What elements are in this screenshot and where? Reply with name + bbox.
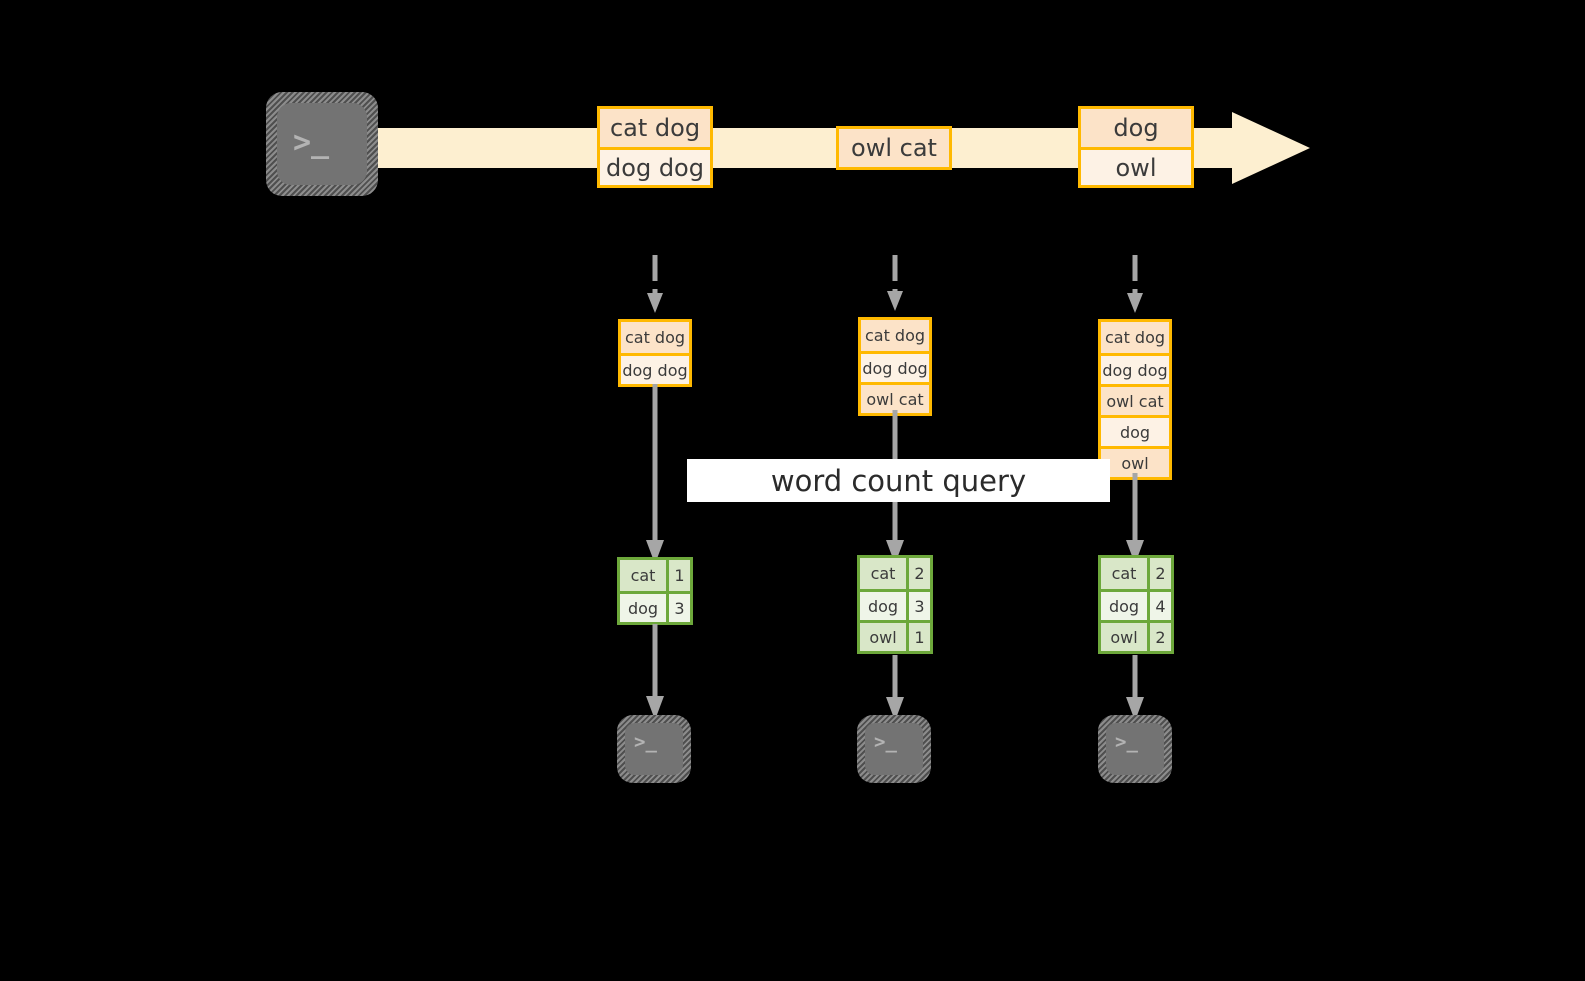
terminal-prompt-glyph: >_ bbox=[1115, 731, 1138, 753]
down-arrow-icon bbox=[886, 655, 904, 721]
accumulated-record: owl bbox=[1101, 446, 1169, 477]
stream-record: owl bbox=[1081, 147, 1191, 185]
result-count: 1 bbox=[666, 560, 690, 591]
result-count: 2 bbox=[1147, 558, 1171, 589]
table-row: cat 1 bbox=[620, 560, 690, 591]
accumulated-record: cat dog bbox=[621, 322, 689, 353]
accumulated-record: dog dog bbox=[621, 353, 689, 384]
snapshot-t1-accumulated[interactable]: cat dog dog dog bbox=[618, 319, 692, 387]
result-count: 3 bbox=[906, 592, 930, 620]
down-arrow-icon bbox=[1126, 655, 1144, 721]
stream-record: owl cat bbox=[839, 129, 949, 167]
down-arrow-icon bbox=[646, 384, 664, 564]
terminal-body bbox=[1106, 723, 1164, 775]
accumulated-record: cat dog bbox=[861, 320, 929, 351]
accumulated-record: owl cat bbox=[1101, 384, 1169, 415]
terminal-prompt-glyph: >_ bbox=[874, 731, 897, 753]
table-row: cat 2 bbox=[1101, 558, 1171, 589]
snapshot-t1-result[interactable]: cat 1 dog 3 bbox=[617, 557, 693, 625]
accumulated-record: dog dog bbox=[861, 351, 929, 382]
table-row: cat 2 bbox=[860, 558, 930, 589]
stream-batch-2[interactable]: owl cat bbox=[836, 126, 952, 170]
accumulated-record: cat dog bbox=[1101, 322, 1169, 353]
terminal-body bbox=[625, 723, 683, 775]
snapshot-t3-accumulated[interactable]: cat dog dog dog owl cat dog owl bbox=[1098, 319, 1172, 480]
result-word: owl bbox=[860, 623, 906, 651]
snapshot-t3-result[interactable]: cat 2 dog 4 owl 2 bbox=[1098, 555, 1174, 654]
result-word: cat bbox=[860, 558, 906, 589]
stream-record: cat dog bbox=[600, 109, 710, 147]
stream-record: dog dog bbox=[600, 147, 710, 185]
result-count: 2 bbox=[1147, 623, 1171, 651]
table-row: owl 2 bbox=[1101, 620, 1171, 651]
accumulated-record: dog bbox=[1101, 415, 1169, 446]
result-count: 2 bbox=[906, 558, 930, 589]
query-label: word count query bbox=[687, 459, 1110, 502]
result-word: cat bbox=[620, 560, 666, 591]
result-count: 3 bbox=[666, 594, 690, 622]
terminal-body bbox=[277, 103, 367, 185]
dashed-down-arrow-icon bbox=[647, 255, 663, 313]
terminal-prompt-glyph: >_ bbox=[634, 731, 657, 753]
dashed-down-arrow-icon bbox=[887, 255, 903, 311]
result-word: dog bbox=[1101, 592, 1147, 620]
snapshot-t2-accumulated[interactable]: cat dog dog dog owl cat bbox=[858, 317, 932, 416]
result-word: dog bbox=[620, 594, 666, 622]
result-word: owl bbox=[1101, 623, 1147, 651]
table-row: dog 3 bbox=[620, 591, 690, 622]
table-row: owl 1 bbox=[860, 620, 930, 651]
down-arrow-icon bbox=[646, 624, 664, 720]
stream-batch-3[interactable]: dog owl bbox=[1078, 106, 1194, 188]
dashed-down-arrow-icon bbox=[1127, 255, 1143, 313]
result-word: cat bbox=[1101, 558, 1147, 589]
table-row: dog 3 bbox=[860, 589, 930, 620]
result-count: 1 bbox=[906, 623, 930, 651]
stream-record: dog bbox=[1081, 109, 1191, 147]
table-row: dog 4 bbox=[1101, 589, 1171, 620]
accumulated-record: owl cat bbox=[861, 382, 929, 413]
accumulated-record: dog dog bbox=[1101, 353, 1169, 384]
result-word: dog bbox=[860, 592, 906, 620]
stream-batch-1[interactable]: cat dog dog dog bbox=[597, 106, 713, 188]
terminal-body bbox=[865, 723, 923, 775]
terminal-prompt-glyph: >_ bbox=[293, 125, 330, 160]
result-count: 4 bbox=[1147, 592, 1171, 620]
down-arrow-icon bbox=[1126, 473, 1144, 564]
snapshot-t2-result[interactable]: cat 2 dog 3 owl 1 bbox=[857, 555, 933, 654]
